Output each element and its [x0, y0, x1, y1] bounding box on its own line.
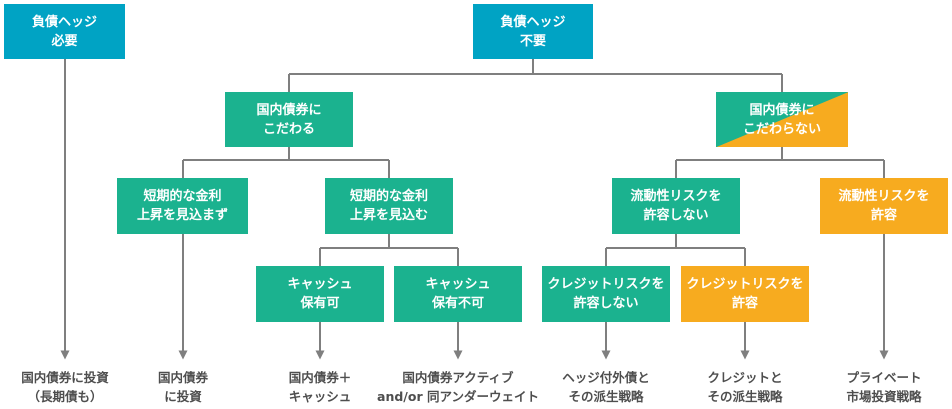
node-domestic-no-stick-label: 国内債券に こだわらない [742, 102, 821, 137]
node-hedge-not-required-label: 負債ヘッジ 不要 [500, 14, 566, 49]
node-liquidity-ok: 流動性リスクを 許容 [820, 178, 948, 234]
node-hedge-not-required: 負債ヘッジ 不要 [473, 4, 593, 59]
outcome-credit-strategy: クレジットと その派生戦略 [707, 370, 783, 404]
node-hedge-required: 負債ヘッジ 必要 [4, 4, 125, 59]
outcome-active-underweight: 国内債券アクティブ and/or 同アンダーウェイト [377, 370, 539, 404]
node-liquidity-ng: 流動性リスクを 許容しない [612, 178, 740, 234]
node-rate-rise-label: 短期的な金利 上昇を見込む [349, 189, 428, 223]
node-domestic-no-stick: 国内債券に こだわらない [716, 92, 848, 147]
node-rate-no-rise: 短期的な金利 上昇を見込まず [117, 178, 248, 234]
outcome-private-market: プライベート 市場投資戦略 [846, 370, 922, 404]
node-credit-ok: クレジットリスクを 許容 [681, 266, 809, 322]
node-cash-ok: キャッシュ 保有可 [256, 266, 384, 322]
node-liquidity-ng-label: 流動性リスクを 許容しない [630, 189, 722, 223]
node-credit-ng-label: クレジットリスクを 許容しない [547, 277, 665, 311]
node-rate-no-rise-label: 短期的な金利 上昇を見込まず [136, 189, 228, 223]
node-cash-ok-label: キャッシュ 保有可 [287, 277, 353, 311]
node-cash-ng-label: キャッシュ 保有不可 [425, 277, 491, 311]
outcome-long-bond: 国内債券に投資 （長期債も） [21, 370, 109, 404]
outcome-bond-cash: 国内債券＋ キャッシュ [288, 370, 352, 404]
node-domestic-stick: 国内債券に こだわる [225, 92, 353, 147]
node-credit-ng: クレジットリスクを 許容しない [542, 266, 670, 322]
outcome-hedged-foreign: ヘッジ付外債と その派生戦略 [562, 370, 650, 404]
node-liquidity-ok-label: 流動性リスクを 許容 [838, 189, 930, 223]
node-domestic-stick-label: 国内債券に こだわる [256, 102, 322, 137]
outcome-domestic-bond: 国内債券 に投資 [157, 370, 208, 404]
node-credit-ok-label: クレジットリスクを 許容 [686, 277, 804, 311]
node-hedge-required-label: 負債ヘッジ 必要 [31, 14, 97, 49]
node-cash-ng: キャッシュ 保有不可 [394, 266, 522, 322]
node-rate-rise: 短期的な金利 上昇を見込む [325, 178, 453, 234]
